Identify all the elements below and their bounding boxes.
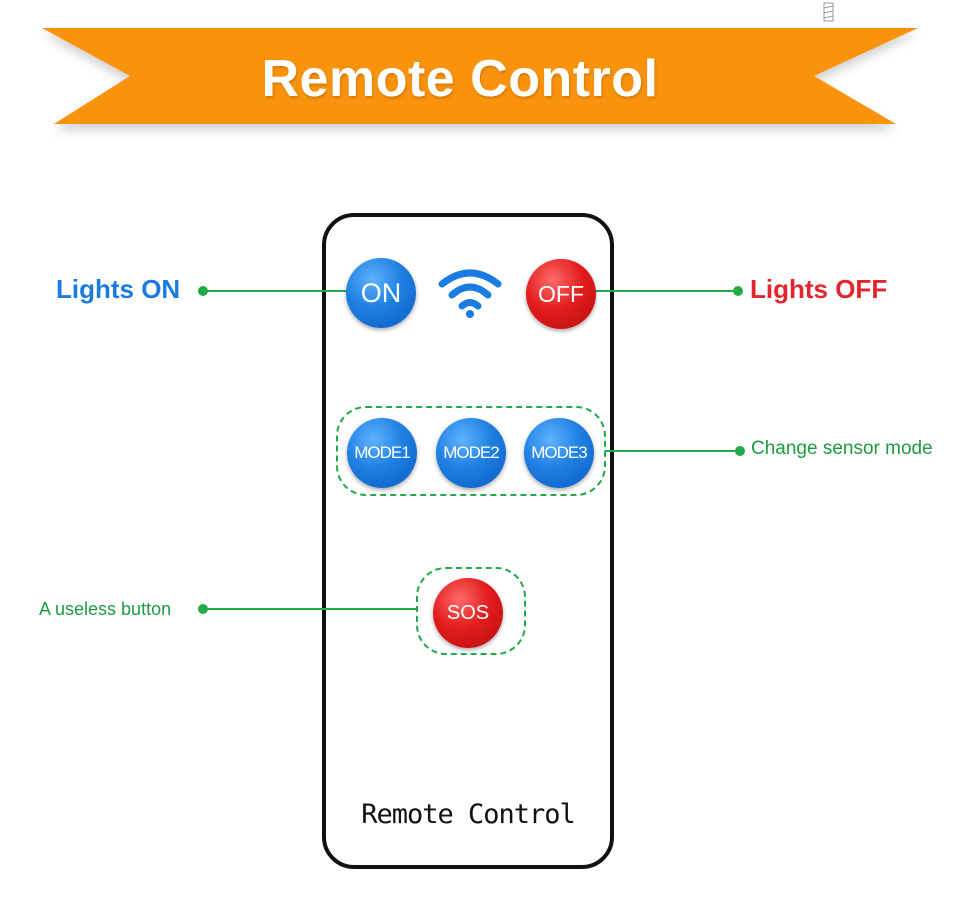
on-button-label: ON: [360, 278, 402, 308]
wifi-icon: [438, 269, 502, 318]
lights-off-label: Lights OFF: [750, 274, 888, 304]
mode2-button-label: MODE2: [443, 443, 499, 462]
off-button-label: OFF: [538, 281, 584, 307]
mode2-button[interactable]: MODE2: [436, 418, 506, 488]
banner-title: Remote Control: [261, 50, 659, 108]
off-button[interactable]: OFF: [526, 259, 596, 329]
mode-buttons-group: [336, 406, 606, 496]
lights-on-label: Lights ON: [56, 274, 181, 304]
mode1-button[interactable]: MODE1: [347, 418, 417, 488]
on-button[interactable]: ON: [346, 258, 416, 328]
sos-button-label: SOS: [446, 602, 490, 624]
sos-button[interactable]: SOS: [433, 578, 503, 648]
remote-label: Remote Control: [361, 799, 576, 830]
change-sensor-mode-label: Change sensor mode: [751, 438, 933, 459]
mode3-button[interactable]: MODE3: [524, 418, 594, 488]
corner-mark: [823, 2, 834, 22]
useless-button-label: A useless button: [39, 599, 172, 619]
sos-button-group: [416, 567, 526, 655]
mode3-button-label: MODE3: [531, 443, 587, 462]
banner-ribbon: [42, 28, 918, 124]
mode1-button-label: MODE1: [354, 443, 410, 462]
